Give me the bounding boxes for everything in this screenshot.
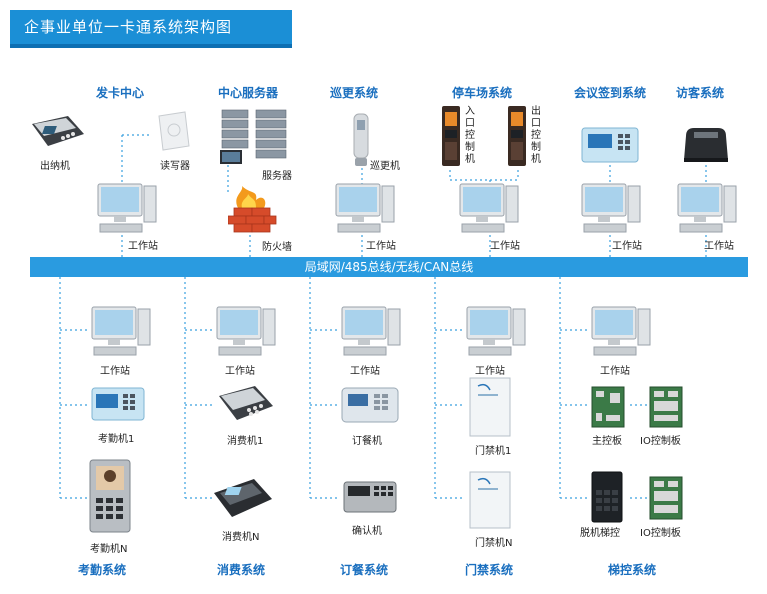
io-board-2-label: IO控制板 [640,528,681,539]
door-1-label: 门禁机1 [475,446,512,457]
main-board-label: 主控板 [592,436,622,447]
cashier-device-icon [32,116,84,146]
exit-controller-label: 出口控制机 [531,106,541,165]
confirm-device-icon [343,481,397,513]
workstation-label-a: 工作站 [100,366,130,377]
workstation-icon [677,183,737,233]
workstation-label-b: 工作站 [225,366,255,377]
workstation-label-5: 工作站 [704,241,734,252]
group-card-center: 发卡中心 [96,86,145,100]
consume-terminal-1-icon [219,386,273,420]
entry-controller-label: 入口控制机 [465,106,475,165]
entry-controller-icon [442,106,460,166]
consume-terminal-n-icon [214,479,272,517]
firewall-label: 防火墙 [262,242,292,253]
exit-controller-icon [508,106,526,166]
main-control-board-icon [591,386,625,428]
consume-1-label: 消费机1 [227,436,264,447]
workstation-icon [97,183,157,233]
server-label: 服务器 [262,171,292,182]
workstation-icon [459,183,519,233]
workstation-icon [341,306,401,356]
offline-elevator-label: 脱机梯控 [580,528,620,539]
title-underline [10,44,292,48]
workstation-label-4: 工作站 [612,241,642,252]
order-device-icon [341,387,399,423]
visitor-device-icon [684,128,728,162]
patrol-device-icon [353,113,369,166]
workstation-icon [466,306,526,356]
group-access: 门禁系统 [465,563,514,577]
door-n-label: 门禁机N [475,538,513,549]
workstation-icon [91,306,151,356]
attendance-n-label: 考勤机N [90,544,128,555]
attendance-1-label: 考勤机1 [98,434,135,445]
io-control-board-icon [649,476,683,520]
workstation-icon [335,183,395,233]
workstation-icon [581,183,641,233]
workstation-icon [591,306,651,356]
group-server: 中心服务器 [218,86,279,100]
offline-elevator-controller-icon [591,471,623,523]
group-visitor: 访客系统 [676,86,725,100]
door-controller-1-icon [469,377,511,437]
workstation-label-1: 工作站 [128,241,158,252]
page-title: 企事业单位一卡通系统架构图 [10,10,292,44]
reader-label: 读写器 [160,161,190,172]
patrol-label: 巡更机 [370,161,400,172]
workstation-label-3: 工作站 [490,241,520,252]
consume-n-label: 消费机N [222,532,260,543]
meeting-signin-device-icon [581,127,639,163]
group-attendance: 考勤系统 [78,563,127,577]
door-controller-n-icon [469,471,511,529]
group-dining: 订餐系统 [340,563,389,577]
workstation-label-d: 工作站 [475,366,505,377]
io-board-1-label: IO控制板 [640,436,681,447]
group-meeting: 会议签到系统 [574,86,647,100]
group-patrol: 巡更系统 [330,86,379,100]
workstation-label-e: 工作站 [600,366,630,377]
server-rack-icon [220,109,287,164]
workstation-label-c: 工作站 [350,366,380,377]
attendance-n-device-icon [89,459,131,533]
network-bus: 局域网/485总线/无线/CAN总线 [30,257,748,277]
group-parking: 停车场系统 [452,86,513,100]
card-reader-icon [158,111,190,151]
attendance-device-icon [91,387,145,421]
group-elevator: 梯控系统 [608,563,657,577]
group-consume: 消费系统 [217,563,266,577]
confirm-label: 确认机 [352,526,382,537]
order-label: 订餐机 [352,436,382,447]
firewall-icon [228,186,277,233]
workstation-icon [216,306,276,356]
io-control-board-icon [649,386,683,428]
cashier-label: 出纳机 [40,161,70,172]
workstation-label-2: 工作站 [366,241,396,252]
